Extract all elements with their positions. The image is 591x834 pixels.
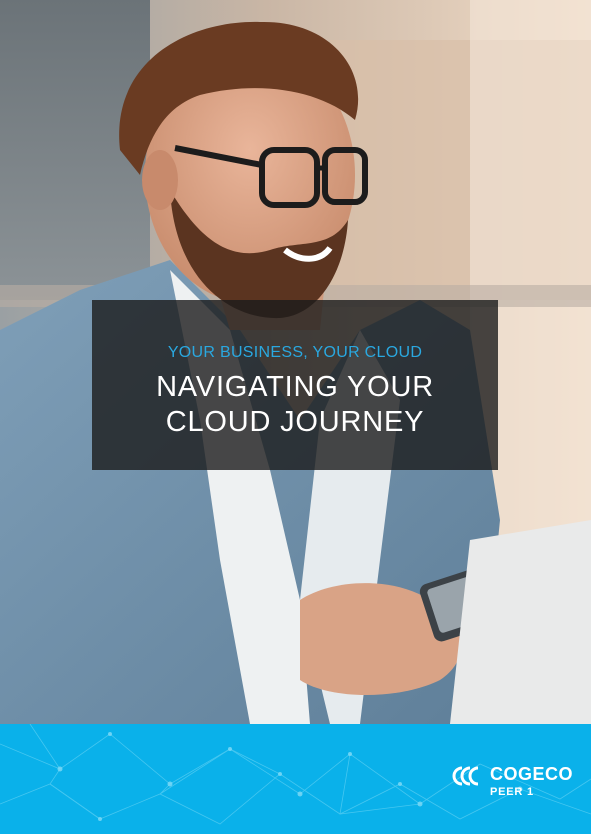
brand-name: COGECO: [490, 764, 574, 784]
footer-band: [0, 724, 591, 834]
cogeco-mark-icon: [452, 766, 479, 786]
headline-line-1: NAVIGATING YOUR: [156, 371, 434, 403]
title-box: YOUR BUSINESS, YOUR CLOUD NAVIGATING YOU…: [92, 300, 498, 470]
cover-photo: [0, 0, 591, 724]
cogeco-peer1-logo: COGECO PEER 1: [452, 764, 573, 804]
cover-headline: NAVIGATING YOUR CLOUD JOURNEY: [92, 370, 498, 440]
network-pattern: [0, 724, 591, 825]
headline-line-2: CLOUD JOURNEY: [165, 406, 425, 438]
brand-sub: PEER 1: [490, 786, 534, 798]
businessman-photo: [0, 0, 591, 724]
cover-kicker: YOUR BUSINESS, YOUR CLOUD: [167, 344, 423, 361]
